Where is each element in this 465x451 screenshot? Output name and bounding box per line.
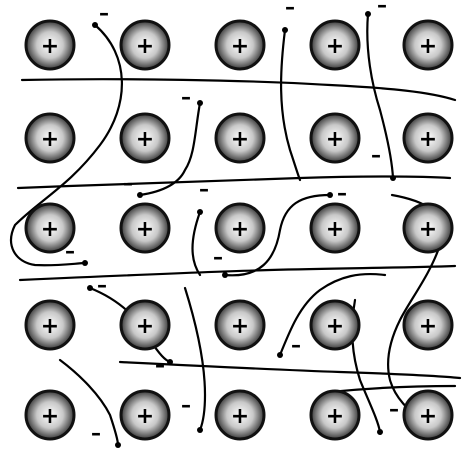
- electron: –: [92, 1, 109, 28]
- electron-sign: –: [291, 333, 301, 357]
- ion-sign: +: [41, 314, 59, 339]
- electron-sign: –: [371, 143, 381, 167]
- electron-sign: –: [91, 421, 101, 445]
- electron-dot: [137, 192, 143, 198]
- positive-ion: +: [311, 114, 359, 162]
- positive-ion: +: [121, 301, 169, 349]
- positive-ion: +: [121, 204, 169, 252]
- positive-ion: +: [121, 391, 169, 439]
- electron-path: [281, 30, 300, 180]
- electron-sign: –: [181, 393, 191, 417]
- electron-dot: [365, 11, 371, 17]
- ion-sign: +: [326, 404, 344, 429]
- electron-dot: [197, 209, 203, 215]
- electron: –: [365, 0, 387, 17]
- positive-ion: +: [216, 114, 264, 162]
- electron-dot: [197, 427, 203, 433]
- ion-sign: +: [326, 34, 344, 59]
- electron-sign: –: [97, 273, 107, 297]
- ion-sign: +: [231, 127, 249, 152]
- electron: –: [277, 333, 301, 358]
- ion-sign: +: [419, 34, 437, 59]
- ion-sign: +: [231, 217, 249, 242]
- electron-sign: –: [285, 0, 295, 19]
- electron-path: [193, 212, 201, 275]
- ion-sign: +: [41, 127, 59, 152]
- positive-ion: +: [311, 391, 359, 439]
- electron-dot: [277, 352, 283, 358]
- electron-path: [22, 79, 455, 100]
- electron-path: [20, 266, 455, 280]
- ion-sign: +: [136, 34, 154, 59]
- positive-ion: +: [216, 21, 264, 69]
- positive-ion: +: [26, 114, 74, 162]
- electron-dot: [390, 175, 396, 181]
- ion-sign: +: [136, 404, 154, 429]
- positive-ion: +: [216, 391, 264, 439]
- positive-ion: +: [404, 204, 452, 252]
- electron: –: [327, 181, 347, 205]
- ion-sign: +: [419, 127, 437, 152]
- ion-sign: +: [41, 217, 59, 242]
- electron-dot: [82, 260, 88, 266]
- electron-path: [18, 177, 450, 189]
- electron-dot: [222, 272, 228, 278]
- ion-sign: +: [326, 217, 344, 242]
- electron-sign: –: [155, 353, 165, 377]
- electron-dot: [167, 359, 173, 365]
- ion-sign: +: [231, 314, 249, 339]
- positive-ion: +: [216, 301, 264, 349]
- positive-ion: +: [404, 21, 452, 69]
- positive-ion: +: [404, 301, 452, 349]
- positive-ion: +: [404, 391, 452, 439]
- electron-sign: –: [99, 1, 109, 25]
- electron: –: [181, 393, 203, 433]
- electron: –: [377, 397, 399, 435]
- positive-ion: +: [26, 301, 74, 349]
- positive-ion: +: [26, 21, 74, 69]
- positive-ion: +: [216, 204, 264, 252]
- ion-sign: +: [41, 34, 59, 59]
- positive-ion: +: [121, 21, 169, 69]
- electron-sign: –: [389, 397, 399, 421]
- positive-ion: +: [311, 21, 359, 69]
- electron-sign: –: [213, 245, 223, 269]
- ion-sign: +: [136, 217, 154, 242]
- positive-ion: +: [311, 301, 359, 349]
- electron-sign: –: [181, 85, 191, 109]
- positive-ion: +: [404, 114, 452, 162]
- positive-ion: +: [121, 114, 169, 162]
- electron-sign: –: [123, 171, 133, 195]
- electron: –: [282, 0, 295, 33]
- positive-ion: +: [311, 204, 359, 252]
- electron: –: [181, 85, 203, 109]
- electron-dot: [197, 100, 203, 106]
- electron-dot: [92, 22, 98, 28]
- electron-sign: –: [337, 181, 347, 205]
- ion-sign: +: [419, 314, 437, 339]
- electron: –: [213, 245, 228, 278]
- ion-sign: +: [326, 314, 344, 339]
- electron-dot: [282, 27, 288, 33]
- ion-sign: +: [231, 34, 249, 59]
- ion-sign: +: [419, 404, 437, 429]
- electron: –: [65, 239, 88, 266]
- electron: –: [197, 177, 209, 215]
- ion-sign: +: [419, 217, 437, 242]
- ion-sign: +: [41, 404, 59, 429]
- ion-sign: +: [136, 314, 154, 339]
- ion-sign: +: [136, 127, 154, 152]
- ion-sign: +: [231, 404, 249, 429]
- ion-sign: +: [326, 127, 344, 152]
- positive-ion: +: [26, 391, 74, 439]
- electron-sign: –: [377, 0, 387, 17]
- electron-sign: –: [199, 177, 209, 201]
- electron-dot: [377, 429, 383, 435]
- electron-dot: [115, 442, 121, 448]
- electron-dot: [87, 285, 93, 291]
- electron-sign: –: [65, 239, 75, 263]
- electron-dot: [327, 192, 333, 198]
